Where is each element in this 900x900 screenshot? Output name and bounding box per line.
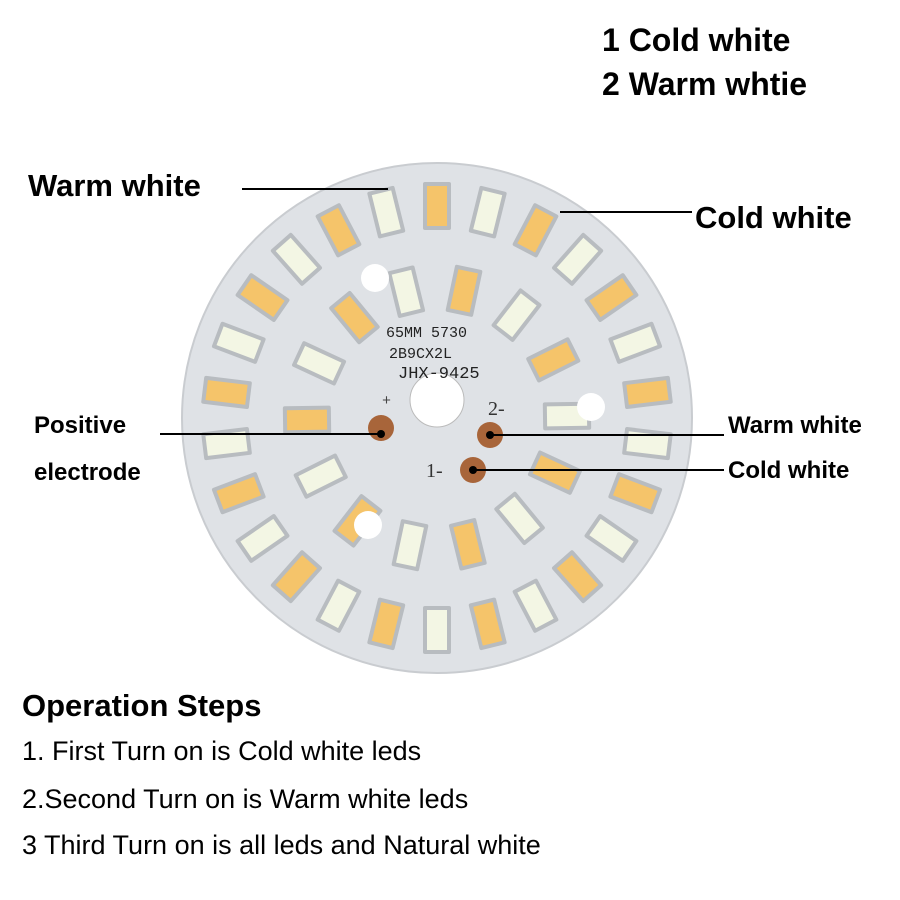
cold-white-led [391,519,429,572]
warm-white-led [448,518,487,571]
mount-hole [577,393,605,421]
board-text-3: JHX-9425 [398,365,480,384]
steps-title: Operation Steps [22,688,262,723]
cold-white-led [387,265,426,318]
board-text-1: 65MM 5730 [386,325,467,342]
warm-white-led [329,290,380,345]
warm-white-led [367,597,406,651]
center-hole [409,372,465,428]
cold-white-led [270,232,322,286]
cold-white-led [211,321,266,364]
warm-white-led [211,472,266,515]
warm-white-led [235,273,290,322]
cold-white-led [201,426,252,461]
legend-warm: 2 Warm whtie [602,66,808,102]
warm-white-led [608,472,663,515]
warm-white-led [527,450,582,495]
warm-white-led [270,550,322,604]
warm-white-led [584,273,639,322]
step-3: 3 Third Turn on is all leds and Natural … [22,830,541,860]
cold-white-led [423,606,451,654]
cold-white-led [292,341,347,386]
cold-white-led [315,578,362,633]
warm-white-led [622,375,673,410]
step-2: 2.Second Turn on is Warm white leds [22,784,469,814]
legend-cold: 1 Cold white [602,22,791,58]
pad-plus-label: + [382,393,391,410]
cold-white-led [608,321,663,364]
warm-white-led [512,203,559,258]
label-positive: Positive [34,412,127,439]
pad-1-label: 1- [426,460,443,482]
pad-2-label: 2- [488,398,505,420]
cold-white-led [622,426,673,461]
cold-white-led [468,185,507,239]
warm-white-led [282,405,332,435]
warm-white-led [445,264,483,317]
label-cold-pad: Cold white [728,457,850,484]
label-warm-pad: Warm white [728,412,862,439]
warm-white-led [423,182,451,230]
leader-lines [160,188,724,471]
warm-white-led [201,375,252,410]
mount-hole [361,264,389,292]
step-1: 1. First Turn on is Cold white leds [22,736,422,766]
board-text-2: 2B9CX2L [389,346,452,363]
cold-white-led [293,453,348,499]
cold-white-led [367,185,406,239]
label-cold-white: Cold white [695,200,852,235]
warm-white-led [468,597,507,651]
cold-white-led [494,491,545,546]
label-warm-white: Warm white [28,168,201,203]
led-group [201,182,673,654]
cold-white-led [512,578,559,633]
cold-white-led [584,514,639,563]
cold-white-led [491,288,542,342]
cold-white-led [235,514,290,563]
warm-white-led [552,550,604,604]
warm-white-led [526,337,581,383]
warm-white-led [315,203,362,258]
label-electrode: electrode [34,459,141,486]
mount-hole [354,511,382,539]
cold-white-led [552,232,604,286]
